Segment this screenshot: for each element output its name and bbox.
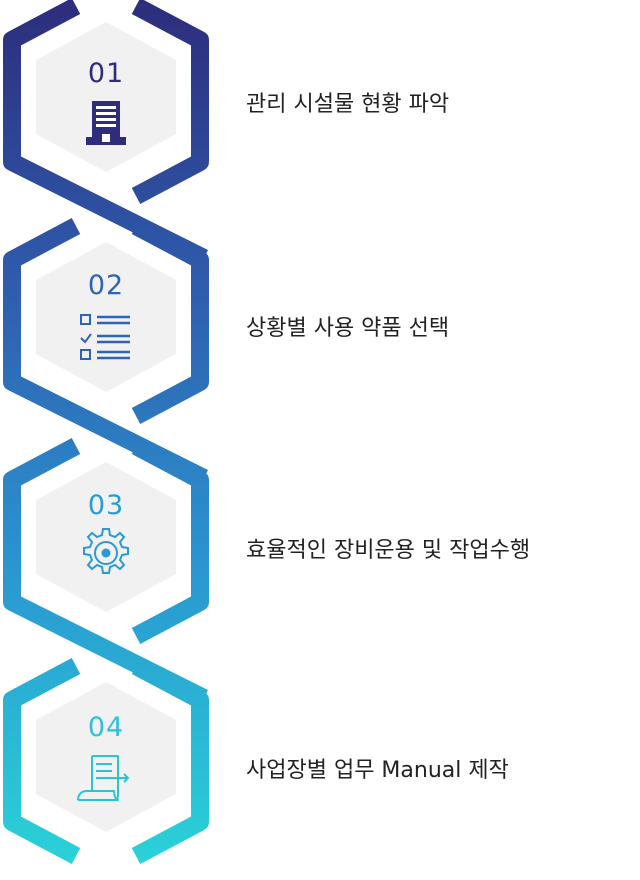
step-number: 02 [87,270,125,301]
step-1: 01 관리 시설물 현황 파악 [0,0,640,220]
step-number: 03 [87,490,125,521]
step-number: 01 [87,58,125,89]
hex-background [36,22,176,172]
hex-frame-3-left [3,438,209,707]
hex-frame-1-right [131,0,209,204]
gear-icon [83,528,129,574]
hex-frame-4-right [131,658,209,864]
checklist-icon [80,314,130,360]
hex-background [36,462,176,612]
document-scroll-icon [77,755,130,801]
step-label: 관리 시설물 현황 파악 [246,92,450,117]
step-number: 04 [87,712,125,743]
step-2: 02 상황별 사용 약품 선택 [0,220,640,440]
step-4: 04 사업장별 업무 Manual 제작 [0,660,640,880]
building-icon [86,101,126,145]
step-label: 효율적인 장비운용 및 작업수행 [246,538,531,563]
hex-frame-3-right [131,438,209,644]
hex-frame-2-right [131,218,209,424]
step-3: 03 효율적인 장비운용 및 작업수행 [0,440,640,660]
hex-frame-2-left [3,218,209,487]
hex-frame-4-left [3,658,81,864]
step-label: 상황별 사용 약품 선택 [246,316,450,341]
hex-frame-1-left [3,0,209,267]
step-label: 사업장별 업무 Manual 제작 [246,758,509,783]
